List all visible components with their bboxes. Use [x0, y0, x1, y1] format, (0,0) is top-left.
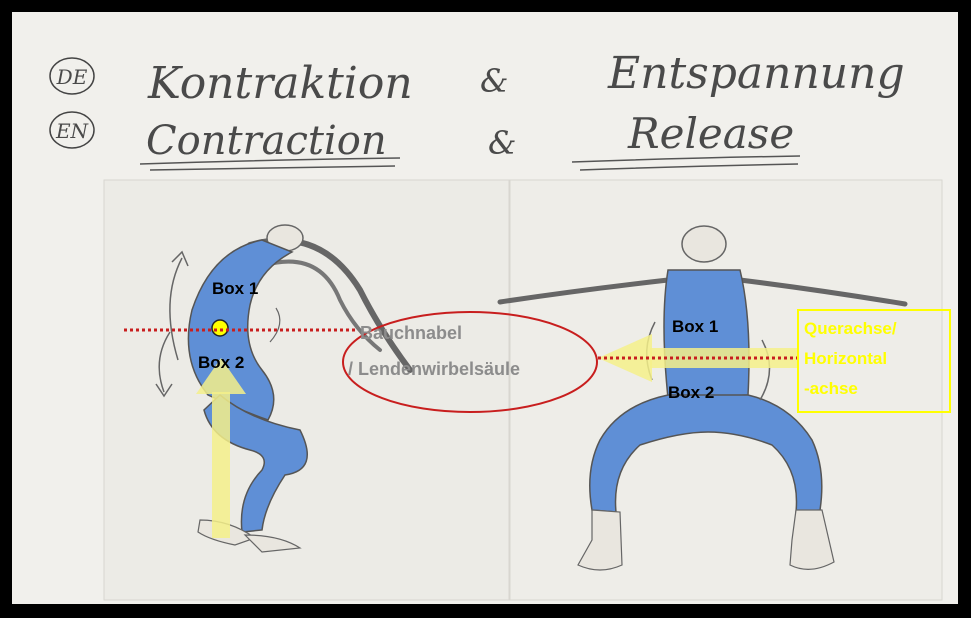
left-box2-label: Box 2 [198, 353, 244, 372]
right-figure-head [682, 226, 726, 262]
de-left-word: Kontraktion [147, 58, 413, 109]
center-label-line2: / Lendenwirbelsäule [348, 359, 520, 379]
en-left-underline-2 [150, 166, 395, 170]
left-yellow-shaft [212, 392, 230, 538]
navel-point-marker [212, 320, 228, 336]
de-code: DE [56, 65, 88, 89]
right-box1-label: Box 1 [672, 317, 718, 336]
en-ampersand: & [488, 124, 516, 162]
axis-label-line2: Horizontal [804, 349, 887, 368]
en-code: EN [55, 119, 90, 143]
axis-label-line1: Querachse/ [804, 319, 897, 338]
en-right-underline-2 [580, 164, 798, 170]
right-box2-label: Box 2 [668, 383, 714, 402]
en-left-word: Contraction [146, 118, 387, 164]
de-ampersand: & [480, 62, 508, 100]
header: DE EN Kontraktion & Entspannung Contract… [50, 48, 905, 170]
en-right-word: Release [627, 109, 794, 158]
de-right-word: Entspannung [607, 48, 905, 99]
center-label-line1: Bauchnabel [360, 323, 462, 343]
axis-label-line3: -achse [804, 379, 858, 398]
left-box1-label: Box 1 [212, 279, 258, 298]
